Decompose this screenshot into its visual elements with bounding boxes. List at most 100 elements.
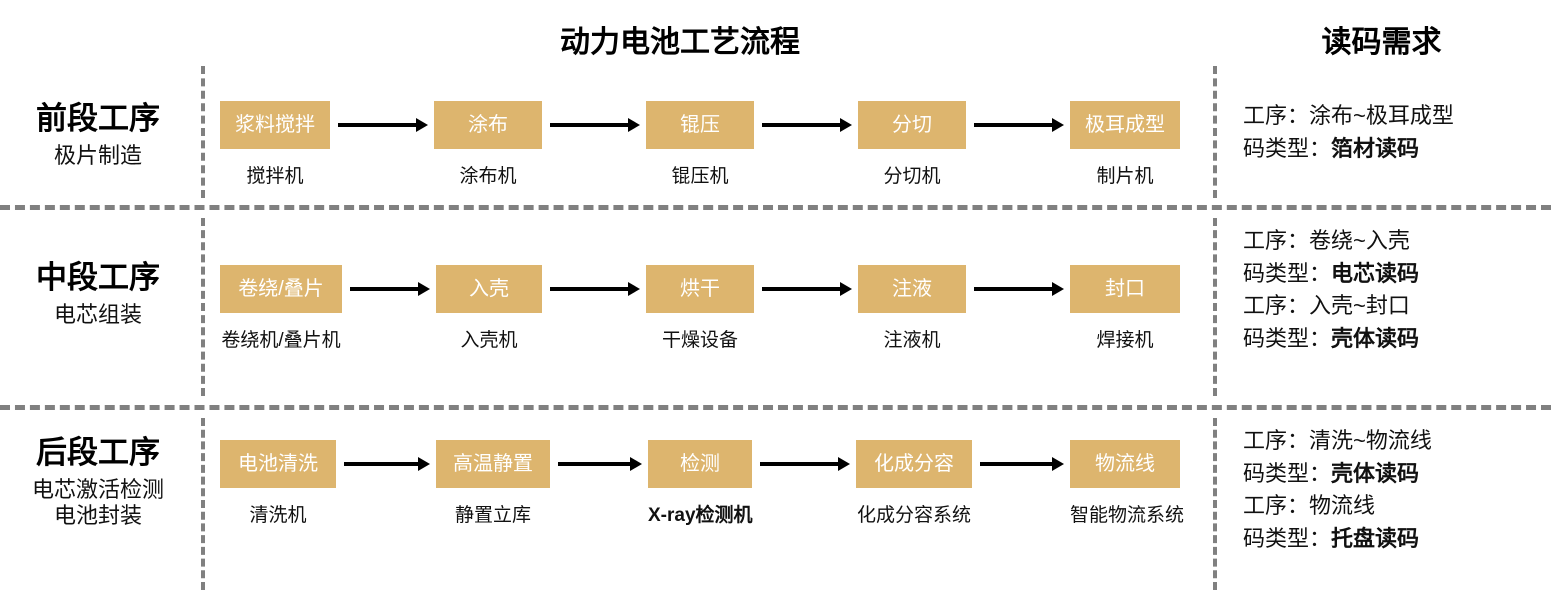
arrow-icon bbox=[762, 118, 852, 132]
process-node-label: 高温静置 bbox=[453, 453, 533, 475]
requirement-process-value: 物流线 bbox=[1309, 493, 1376, 519]
requirement-process-label: 工序： bbox=[1243, 493, 1310, 519]
left-divider-back bbox=[201, 418, 205, 590]
process-node-label: 卷绕/叠片 bbox=[238, 278, 324, 300]
process-node-front-2[interactable]: 涂布 涂布机 bbox=[434, 101, 542, 187]
requirement-code-value: 箔材读码 bbox=[1331, 135, 1420, 161]
process-node-caption: 清洗机 bbox=[249, 505, 307, 526]
process-node-front-5[interactable]: 极耳成型 制片机 bbox=[1070, 101, 1180, 187]
process-node-label: 涂布 bbox=[468, 114, 508, 136]
stage-name-middle: 中段工序 bbox=[36, 260, 160, 295]
process-node-label: 封口 bbox=[1105, 278, 1145, 300]
arrow-icon bbox=[760, 457, 850, 471]
stage-name-back: 后段工序 bbox=[36, 435, 160, 470]
process-node-box[interactable]: 高温静置 bbox=[436, 440, 550, 488]
process-node-label: 锟压 bbox=[680, 114, 720, 136]
left-divider-middle bbox=[201, 218, 205, 396]
requirement-process-value: 清洗~物流线 bbox=[1309, 428, 1432, 453]
requirement-process-line: 工序：物流线 bbox=[1243, 490, 1543, 523]
process-node-label: 入壳 bbox=[469, 278, 509, 300]
requirement-code-line: 码类型：壳体读码 bbox=[1243, 458, 1543, 491]
process-node-box[interactable]: 电池清洗 bbox=[220, 440, 336, 488]
arrow-icon bbox=[980, 457, 1064, 471]
process-node-middle-4[interactable]: 注液 注液机 bbox=[858, 265, 966, 351]
requirement-code-line: 码类型：壳体读码 bbox=[1243, 323, 1543, 356]
process-node-box[interactable]: 锟压 bbox=[646, 101, 754, 149]
requirement-code-value: 托盘读码 bbox=[1331, 525, 1420, 551]
arrow-icon bbox=[550, 282, 640, 296]
requirement-code-label: 码类型： bbox=[1243, 460, 1332, 486]
process-row-back: 电池清洗 清洗机 高温静置 静置立库 检测 X-ray检测机 化 bbox=[208, 440, 1208, 540]
process-row-middle: 卷绕/叠片 卷绕机/叠片机 入壳 入壳机 烘干 干燥设备 注液 bbox=[208, 265, 1208, 365]
requirement-block-middle: 工序：卷绕~入壳 码类型：电芯读码 工序：入壳~封口 码类型：壳体读码 bbox=[1243, 225, 1543, 355]
requirement-process-label: 工序： bbox=[1243, 293, 1310, 319]
arrow-icon bbox=[762, 282, 852, 296]
right-divider-back bbox=[1213, 418, 1217, 590]
stage-sub-back-line2: 电池封装 bbox=[53, 503, 142, 529]
stage-label-front: 前段工序 极片制造 bbox=[0, 101, 196, 169]
process-node-back-4[interactable]: 化成分容 化成分容系统 bbox=[856, 440, 972, 526]
row-divider-2 bbox=[0, 405, 1551, 410]
requirement-process-line: 工序：涂布~极耳成型 bbox=[1243, 100, 1543, 133]
process-node-box[interactable]: 分切 bbox=[858, 101, 966, 149]
stage-label-middle: 中段工序 电芯组装 bbox=[0, 260, 196, 328]
process-node-box[interactable]: 封口 bbox=[1070, 265, 1180, 313]
process-node-label: 分切 bbox=[892, 114, 932, 136]
stage-sub-front: 极片制造 bbox=[53, 142, 142, 168]
process-node-front-3[interactable]: 锟压 锟压机 bbox=[646, 101, 754, 187]
process-node-label: 检测 bbox=[680, 453, 720, 475]
process-node-middle-3[interactable]: 烘干 干燥设备 bbox=[646, 265, 754, 351]
process-node-label: 烘干 bbox=[680, 278, 720, 300]
arrow-icon bbox=[344, 457, 430, 471]
requirement-code-value: 壳体读码 bbox=[1331, 325, 1420, 351]
left-divider-front bbox=[201, 66, 205, 198]
requirement-block-front: 工序：涂布~极耳成型 码类型：箔材读码 bbox=[1243, 100, 1543, 165]
process-node-back-1[interactable]: 电池清洗 清洗机 bbox=[220, 440, 336, 526]
requirement-column-title: 读码需求 bbox=[1321, 26, 1442, 59]
requirement-code-label: 码类型： bbox=[1243, 260, 1332, 286]
process-node-front-4[interactable]: 分切 分切机 bbox=[858, 101, 966, 187]
right-divider-middle bbox=[1213, 218, 1217, 396]
process-node-box[interactable]: 涂布 bbox=[434, 101, 542, 149]
process-node-box[interactable]: 注液 bbox=[858, 265, 966, 313]
process-node-label: 物流线 bbox=[1095, 453, 1155, 475]
process-node-middle-5[interactable]: 封口 焊接机 bbox=[1070, 265, 1180, 351]
process-node-box[interactable]: 烘干 bbox=[646, 265, 754, 313]
process-node-caption: 入壳机 bbox=[460, 330, 518, 351]
process-node-back-5[interactable]: 物流线 智能物流系统 bbox=[1070, 440, 1184, 526]
stage-label-back: 后段工序 电芯激活检测 电池封装 bbox=[0, 435, 196, 530]
stage-name-front: 前段工序 bbox=[36, 101, 160, 136]
arrow-icon bbox=[338, 118, 428, 132]
process-node-label: 浆料搅拌 bbox=[235, 114, 315, 136]
requirement-process-line: 工序：清洗~物流线 bbox=[1243, 425, 1543, 458]
arrow-icon bbox=[350, 282, 430, 296]
arrow-icon bbox=[558, 457, 642, 471]
process-node-caption: X-ray检测机 bbox=[648, 505, 753, 526]
requirement-code-line: 码类型：托盘读码 bbox=[1243, 523, 1543, 556]
process-node-middle-2[interactable]: 入壳 入壳机 bbox=[436, 265, 542, 351]
process-node-front-1[interactable]: 浆料搅拌 搅拌机 bbox=[220, 101, 330, 187]
requirement-process-value: 入壳~封口 bbox=[1309, 293, 1410, 319]
row-divider-1 bbox=[0, 205, 1551, 210]
process-node-box[interactable]: 化成分容 bbox=[856, 440, 972, 488]
requirement-code-label: 码类型： bbox=[1243, 325, 1332, 351]
requirement-process-label: 工序： bbox=[1243, 428, 1310, 453]
process-node-box[interactable]: 浆料搅拌 bbox=[220, 101, 330, 149]
process-node-box[interactable]: 检测 bbox=[648, 440, 752, 488]
requirement-code-label: 码类型： bbox=[1243, 525, 1332, 551]
process-node-box[interactable]: 物流线 bbox=[1070, 440, 1180, 488]
process-node-middle-1[interactable]: 卷绕/叠片 卷绕机/叠片机 bbox=[220, 265, 342, 351]
process-node-box[interactable]: 卷绕/叠片 bbox=[220, 265, 342, 313]
process-node-label: 化成分容 bbox=[874, 453, 954, 475]
process-node-caption: 涂布机 bbox=[459, 166, 517, 187]
process-node-box[interactable]: 入壳 bbox=[436, 265, 542, 313]
process-node-caption: 注液机 bbox=[883, 330, 941, 351]
requirement-code-value: 壳体读码 bbox=[1331, 460, 1420, 486]
requirement-process-label: 工序： bbox=[1243, 103, 1310, 128]
process-node-box[interactable]: 极耳成型 bbox=[1070, 101, 1180, 149]
process-node-label: 电池清洗 bbox=[238, 453, 318, 475]
process-node-back-3[interactable]: 检测 X-ray检测机 bbox=[648, 440, 753, 526]
requirement-process-label: 工序： bbox=[1243, 228, 1310, 253]
process-node-back-2[interactable]: 高温静置 静置立库 bbox=[436, 440, 550, 526]
